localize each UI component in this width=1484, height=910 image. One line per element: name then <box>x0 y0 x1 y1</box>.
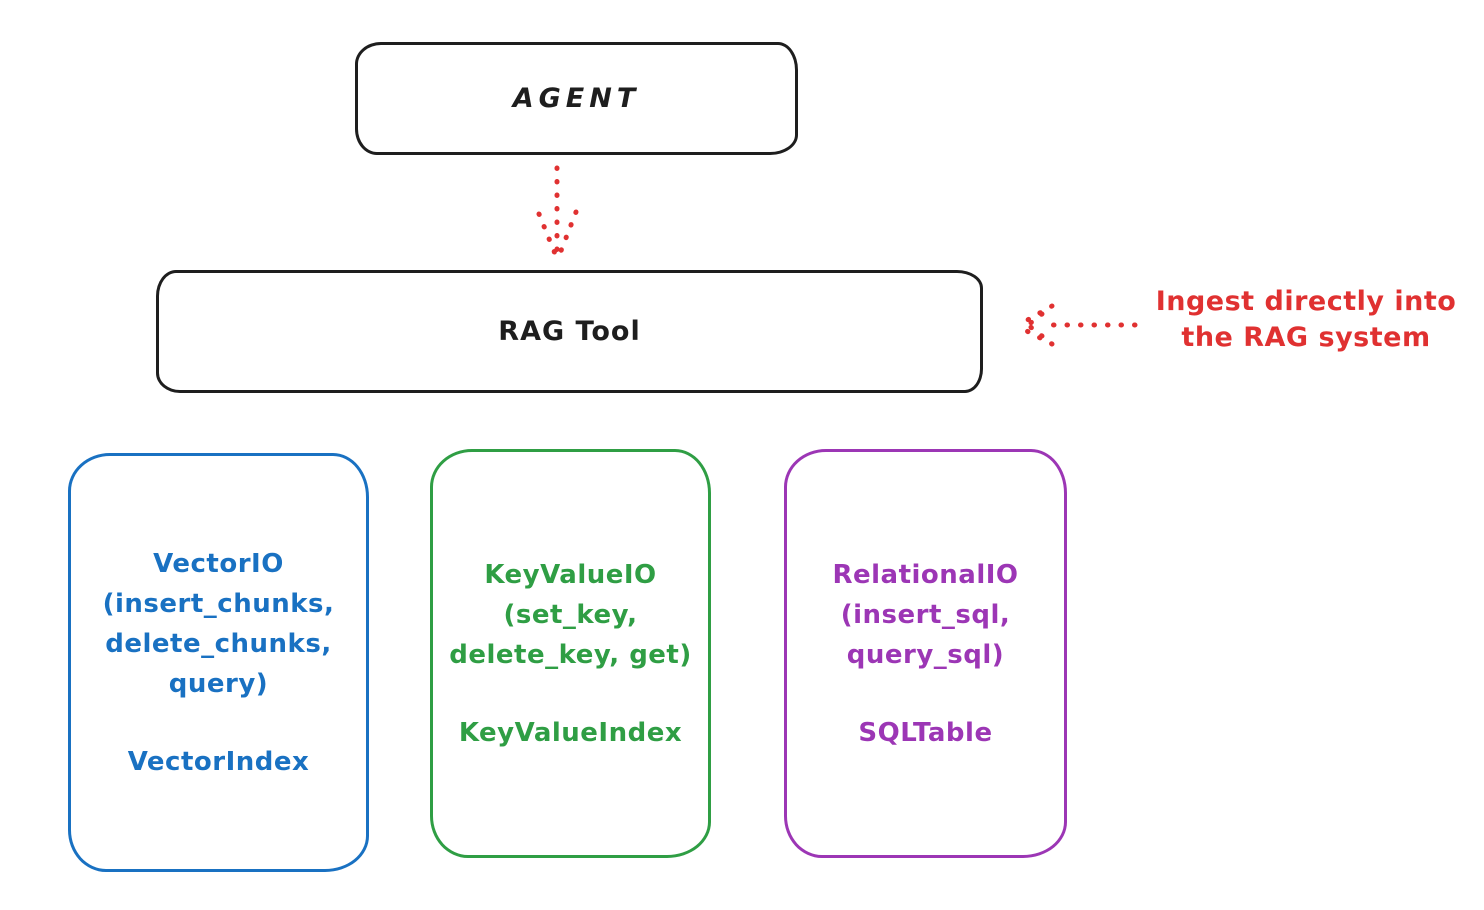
relational-io-line: query_sql) <box>846 639 1005 670</box>
ingest-annotation-line2: the RAG system <box>1181 322 1431 353</box>
keyvalue-index-label: KeyValueIndex <box>458 717 683 748</box>
keyvalue-io-signature: KeyValueIO (set_key, delete_key, get) <box>449 555 692 675</box>
keyvalue-io-line: delete_key, get) <box>449 639 692 670</box>
vector-io-line: (insert_chunks, <box>102 588 335 619</box>
agent-label: AGENT <box>512 83 641 114</box>
sql-table-label: SQLTable <box>858 717 993 748</box>
vector-io-box: VectorIO (insert_chunks, delete_chunks, … <box>68 453 369 872</box>
vector-io-line: delete_chunks, <box>105 628 332 659</box>
relational-io-line: RelationalIO <box>832 559 1019 590</box>
vector-io-line: query) <box>168 668 269 699</box>
vector-index-label: VectorIndex <box>127 746 310 777</box>
vector-io-line: VectorIO <box>153 548 284 579</box>
relational-io-box: RelationalIO (insert_sql, query_sql) SQL… <box>784 449 1067 858</box>
ingest-annotation: Ingest directly into the RAG system <box>1138 284 1474 356</box>
keyvalue-io-line: (set_key, <box>503 599 638 630</box>
rag-tool-box: RAG Tool <box>156 270 983 393</box>
relational-io-signature: RelationalIO (insert_sql, query_sql) <box>832 555 1018 675</box>
agent-box: AGENT <box>355 42 798 155</box>
relational-io-line: (insert_sql, <box>840 599 1011 630</box>
ingest-annotation-line1: Ingest directly into <box>1155 286 1457 317</box>
keyvalue-io-line: KeyValueIO <box>484 559 657 590</box>
rag-tool-label: RAG Tool <box>498 316 641 347</box>
vector-io-signature: VectorIO (insert_chunks, delete_chunks, … <box>103 544 335 704</box>
agent-to-rag-arrow <box>536 165 579 259</box>
keyvalue-io-box: KeyValueIO (set_key, delete_key, get) Ke… <box>430 449 711 858</box>
ingest-annotation-arrow <box>1014 303 1138 347</box>
